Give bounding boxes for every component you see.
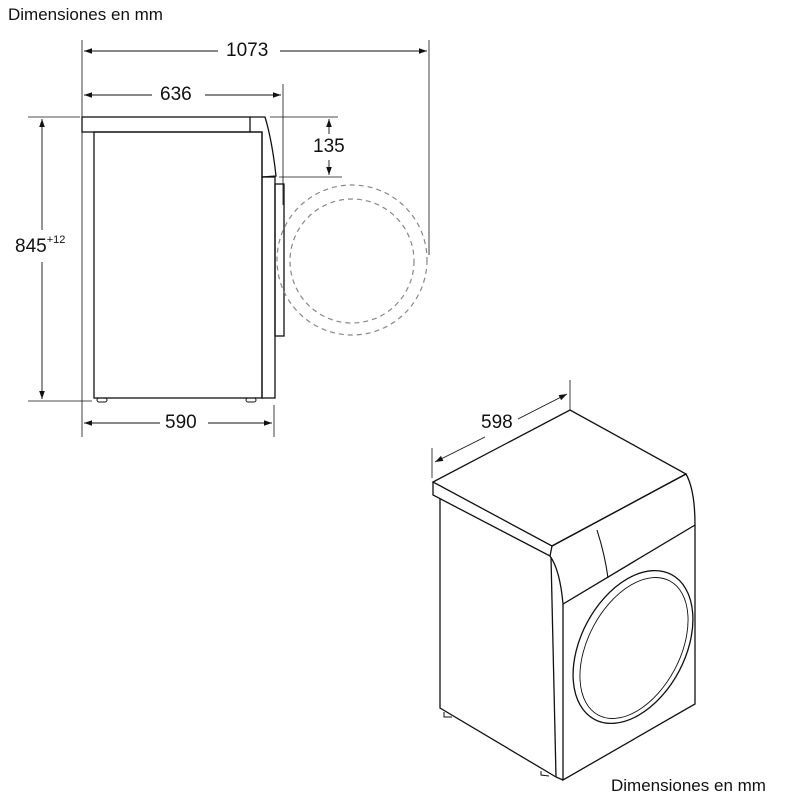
door-swing-outer — [276, 184, 428, 336]
worktop-front-edge — [432, 482, 553, 557]
body-front — [562, 525, 696, 782]
door-outer — [572, 569, 694, 725]
control-panel-curve — [250, 116, 277, 178]
iso-view-title: Dimensiones en mm — [611, 776, 766, 795]
side-view — [28, 40, 430, 437]
dim-845: 845+12 — [14, 234, 67, 257]
dim-636: 636 — [156, 85, 196, 104]
door-inner — [579, 577, 689, 719]
dim-1073: 1073 — [222, 41, 273, 60]
worktop-top — [431, 409, 688, 547]
dim-598: 598 — [481, 412, 513, 433]
dim-845-value: 845 — [15, 236, 47, 257]
side-view-title: Dimensiones en mm — [8, 5, 163, 24]
body-side-iso — [439, 499, 557, 778]
iso-view — [431, 380, 696, 782]
worktop — [81, 116, 251, 133]
dim-845-tolerance: +12 — [46, 234, 66, 246]
dim-590: 590 — [161, 413, 201, 432]
front-panel — [261, 176, 276, 399]
control-panel — [549, 473, 696, 606]
dim-135: 135 — [309, 137, 349, 156]
door-swing-inner — [289, 198, 415, 324]
door-side — [274, 183, 285, 337]
body-side — [93, 131, 263, 399]
